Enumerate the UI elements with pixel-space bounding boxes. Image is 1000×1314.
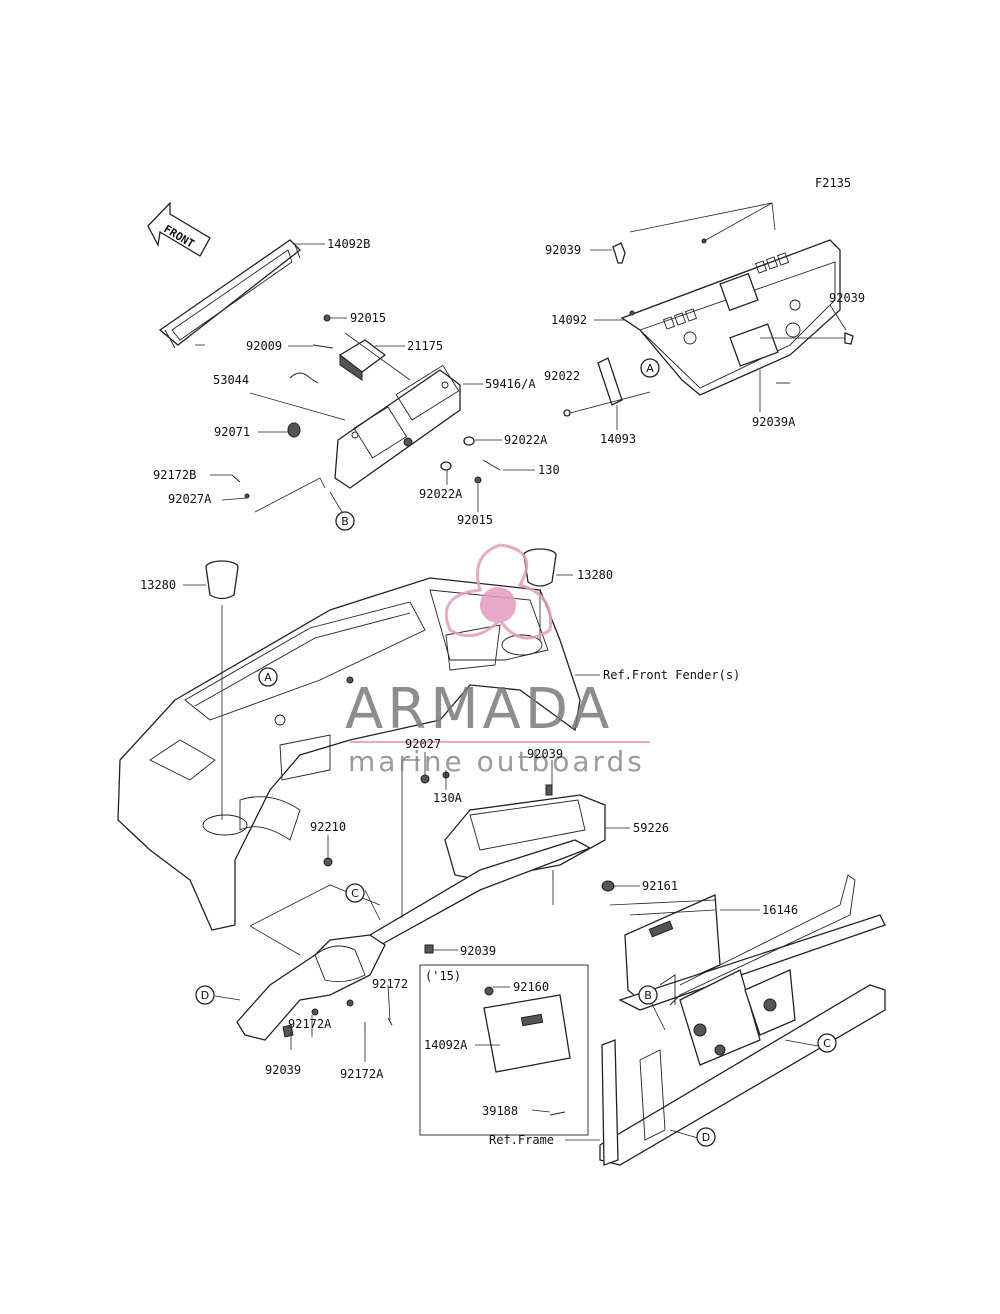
callout-130: 130: [538, 463, 560, 477]
circle-markers: A A B B C C D D: [195, 358, 837, 1147]
callout-92027: 92027: [405, 737, 441, 751]
callout-92039-e: 92039: [265, 1063, 301, 1077]
clip-92039-e-icon: [282, 1024, 294, 1038]
callout-59416A: 59416/A: [485, 377, 536, 391]
dash-panel-14092: [620, 238, 841, 396]
grommet-92071: [287, 422, 301, 438]
screw-92172-icon: [387, 1017, 393, 1026]
watermark-flower-icon: [480, 587, 516, 623]
callout-labels: 14092B 92015 92009 21175 53044 59416/A 9…: [140, 237, 865, 1147]
grommet-92161-icon: [601, 880, 615, 892]
callout-92071: 92071: [214, 425, 250, 439]
callout-92039-d: 92039: [460, 944, 496, 958]
meter-cover-14092B: [158, 239, 301, 349]
year-note-15: ('15): [425, 969, 461, 983]
callout-92160: 92160: [513, 980, 549, 994]
callout-92172A-b: 92172A: [288, 1017, 332, 1031]
callout-92172A-c: 92172A: [340, 1067, 384, 1081]
marker-B-frame: B: [644, 989, 652, 1002]
callout-92022A-b: 92022A: [419, 487, 463, 501]
lower-housing-59226: [369, 794, 606, 949]
marker-A-dash: A: [264, 671, 272, 684]
lower-side-panel: [236, 934, 386, 1041]
wire-53044: [289, 372, 319, 384]
bolt-130-icon: [482, 459, 501, 471]
meter-bracket-59416: [334, 364, 461, 489]
washer-92022-icon: [563, 409, 571, 417]
callout-92015-b: 92015: [457, 513, 493, 527]
callout-13280-right: 13280: [577, 568, 613, 582]
callout-13280-left: 13280: [140, 578, 176, 592]
callout-92161: 92161: [642, 879, 678, 893]
washer-92022A-b-icon: [440, 461, 452, 471]
callout-53044: 53044: [213, 373, 249, 387]
callout-39188: 39188: [482, 1104, 518, 1118]
clip-92027A-icon: [244, 493, 250, 499]
clip-92039-icon: [612, 242, 626, 264]
callout-92022: 92022: [544, 369, 580, 383]
callout-92039-a: 92039: [545, 243, 581, 257]
callout-59226: 59226: [633, 821, 669, 835]
ref-frame: Ref.Frame: [489, 1133, 554, 1147]
callout-14093: 14093: [600, 432, 636, 446]
callout-92039-b: 92039: [829, 291, 865, 305]
ref-front-fenders: Ref.Front Fender(s): [603, 668, 740, 682]
inset-box-15: [419, 964, 589, 1136]
clip-92039-c-icon: [545, 784, 553, 796]
callout-92210: 92210: [310, 820, 346, 834]
marker-D-panel: D: [201, 989, 209, 1002]
screw-92009-icon: [312, 344, 334, 349]
callout-21175: 21175: [407, 339, 443, 353]
marker-D-frame: D: [702, 1131, 710, 1144]
callout-92039-c: 92039: [527, 747, 563, 761]
clip-92039-d-icon: [424, 944, 434, 954]
callout-92015-a: 92015: [350, 311, 386, 325]
callout-16146: 16146: [762, 903, 798, 917]
callout-92009: 92009: [246, 339, 282, 353]
callout-92027A: 92027A: [168, 492, 212, 506]
front-arrow-icon: FRONT: [147, 201, 211, 257]
leaders-upper-left: [195, 243, 535, 513]
marker-B-top: B: [341, 515, 349, 528]
marker-C-dash: C: [351, 887, 359, 900]
watermark-brand: ARMADA: [345, 677, 613, 742]
meter-unit-21175: [338, 339, 387, 381]
callout-92172: 92172: [372, 977, 408, 991]
cup-holder-13280-right: [523, 548, 557, 587]
watermark-tagline: marine outboards: [348, 745, 645, 778]
marker-C-frame: C: [823, 1037, 831, 1050]
bolt-92015-icon: [323, 314, 331, 322]
callout-14092B: 14092B: [327, 237, 370, 251]
screw-92172B-icon: [231, 474, 241, 483]
cup-holder-13280-left: [205, 560, 239, 600]
marker-A-top: A: [646, 362, 654, 375]
callout-130A: 130A: [433, 791, 463, 805]
side-panel-14093: [597, 357, 623, 406]
nut-92210-icon: [323, 857, 333, 867]
vehicle-frame: [599, 874, 886, 1166]
leaders-upper-right: [569, 202, 847, 430]
washer-92022A-icon: [463, 436, 475, 446]
callout-92039A: 92039A: [752, 415, 796, 429]
leaders-middle-lower: [183, 574, 819, 1141]
callout-92022A-a: 92022A: [504, 433, 548, 447]
callout-14092: 14092: [551, 313, 587, 327]
callout-14092A: 14092A: [424, 1038, 468, 1052]
watermark-logo: ARMADA marine outboards: [345, 543, 650, 778]
clip-92039-b-icon: [844, 332, 854, 345]
nut-92015-icon: [474, 476, 482, 484]
figure-id: F2135: [815, 176, 851, 190]
callout-92172B: 92172B: [153, 468, 196, 482]
